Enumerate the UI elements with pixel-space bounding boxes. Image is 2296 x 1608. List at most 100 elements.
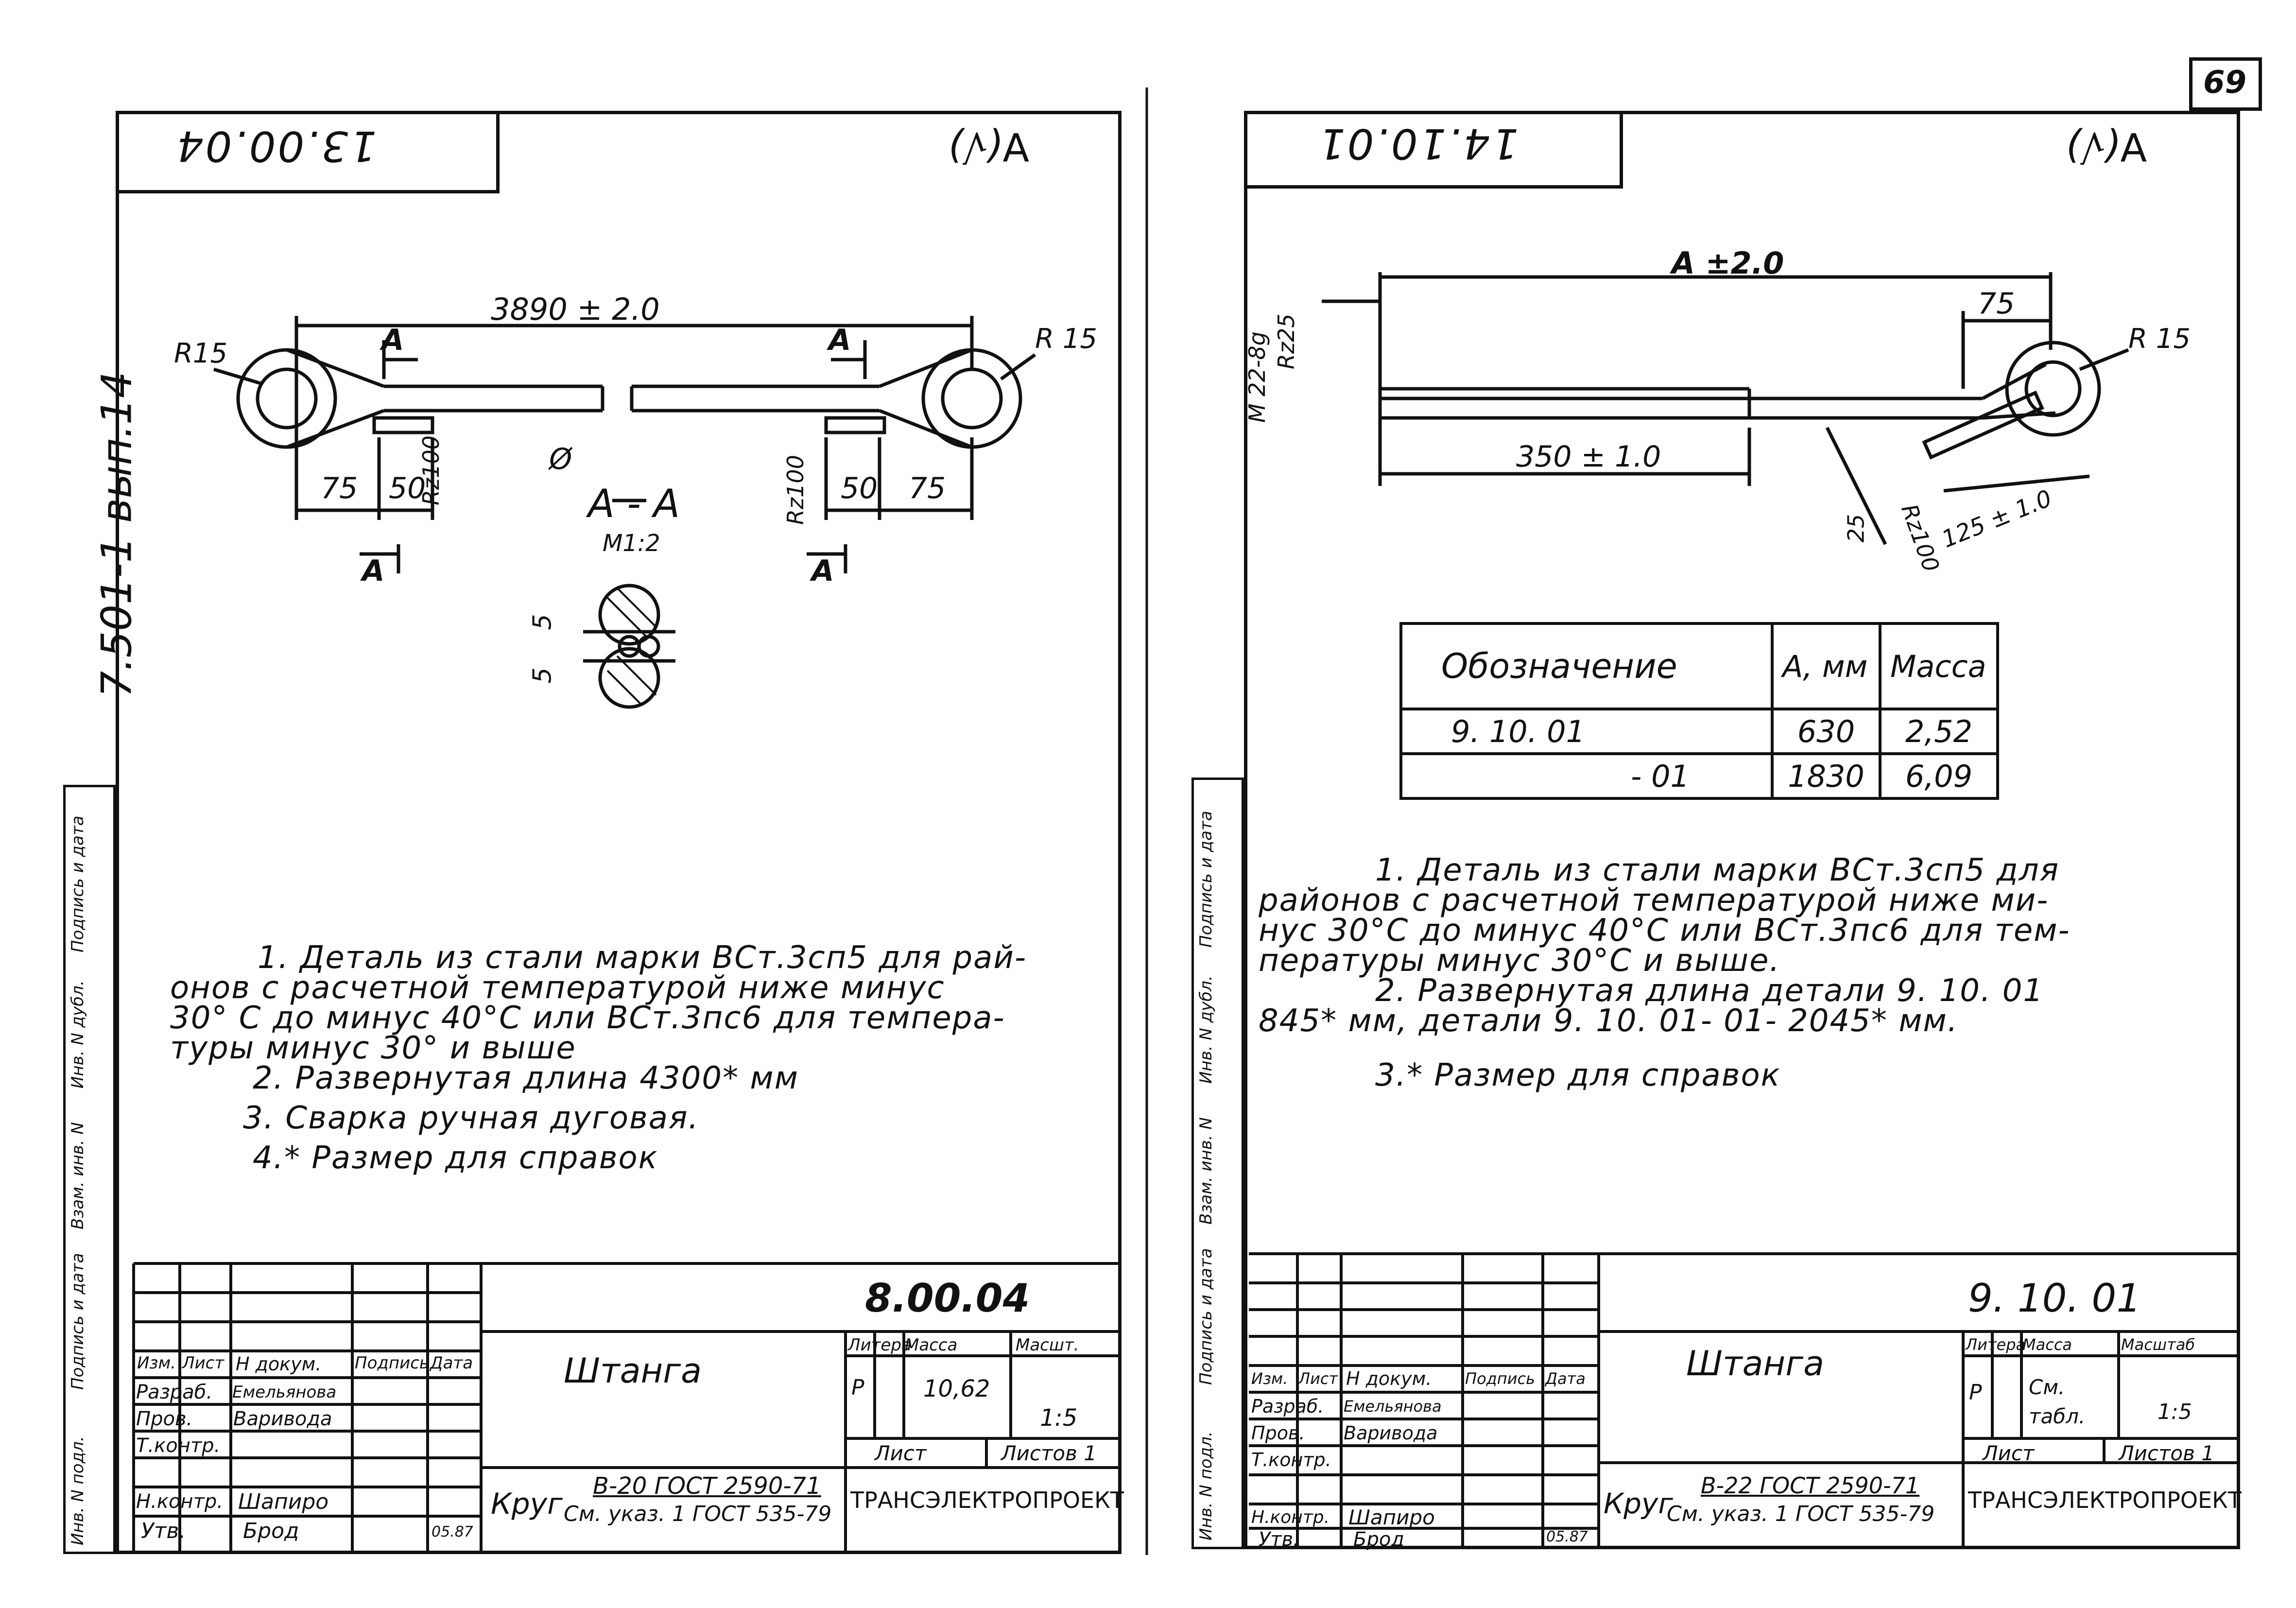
right-massa-header: Масса — [2022, 1335, 2072, 1354]
right-side-col-3: Взам. инв. N — [1196, 1117, 1216, 1225]
spec-cell-designation: 9. 10. 01 — [1399, 708, 1774, 755]
spec-cell-a: 1830 — [1771, 752, 1882, 800]
right-part-name: Штанга — [1686, 1344, 1824, 1383]
left-utv-name: Брод — [243, 1519, 299, 1543]
right-dim-overall: A ±2.0 — [1672, 245, 1784, 281]
left-dim-r-left: R15 — [174, 338, 228, 369]
left-col-doc: Н докум. — [236, 1353, 322, 1375]
spec-table: Обозначение А, мм Масса 9. 10. 01 630 2,… — [1399, 622, 1999, 800]
right-note-line: 2. Развернутая длина детали 9. 10. 01 — [1375, 973, 2044, 1009]
spec-header-mass: Масса — [1879, 622, 1999, 710]
left-dim-75-right: 75 — [909, 471, 946, 505]
right-dim-350: 350 ± 1.0 — [1516, 440, 1661, 474]
right-list-header: Лист — [1983, 1441, 2035, 1465]
right-note-line: 845* мм, детали 9. 10. 01- 01- 2045* мм. — [1259, 1003, 1959, 1039]
left-razrab-name: Емельянова — [232, 1383, 337, 1402]
left-side-stamp — [63, 785, 116, 1554]
page-number: 69 — [2203, 65, 2247, 101]
left-col-izm: Изм. — [137, 1353, 176, 1373]
left-dim-r-right: R 15 — [1035, 323, 1097, 355]
right-side-stamp — [1191, 778, 1244, 1549]
spec-header-designation: Обозначение — [1399, 622, 1774, 710]
left-tkontr: Т.контр. — [136, 1435, 221, 1457]
right-col-date: Дата — [1545, 1369, 1586, 1388]
left-dim-50-right: 50 — [841, 471, 878, 505]
left-litera-header: Литера — [848, 1335, 912, 1355]
section-scale: М1:2 — [603, 530, 660, 557]
right-material-c: См. указ. 1 ГОСТ 535-79 — [1667, 1502, 1935, 1526]
right-prov-name: Варивода — [1344, 1422, 1438, 1444]
left-part-name: Штанга — [564, 1351, 702, 1391]
right-col-doc: Н докум. — [1346, 1368, 1432, 1389]
left-note-line: 30° С до минус 40°С или ВСт.3пс6 для тем… — [170, 1000, 1005, 1036]
right-notes: 1. Деталь из стали марки ВСт.3сп5 для ра… — [1259, 852, 2071, 1091]
right-org: ТРАНСЭЛЕКТРОПРОЕКТ — [1968, 1487, 2242, 1513]
left-section-mark: A — [811, 554, 834, 588]
right-dim-rz25: Rz25 — [1273, 313, 1299, 369]
left-note-line: 3. Сварка ручная дуговая. — [243, 1100, 699, 1136]
left-prov-name: Варивода — [233, 1408, 332, 1430]
left-dim-overall: 3890 ± 2.0 — [491, 292, 660, 327]
left-section-mark: A — [381, 323, 404, 357]
spec-table-header-row: Обозначение А, мм Масса — [1399, 622, 1999, 710]
right-listov-header: Листов 1 — [2119, 1441, 2214, 1465]
left-note-line: онов с расчетной температурой ниже минус — [170, 970, 945, 1006]
left-note-line: туры минус 30° и выше — [170, 1030, 576, 1066]
left-section-mark: A — [362, 554, 385, 588]
left-litera: Р — [851, 1375, 864, 1400]
spec-cell-a: 630 — [1771, 708, 1882, 755]
left-note-line: 1. Деталь из стали марки ВСт.3сп5 для ра… — [258, 940, 1027, 976]
right-dim-thread: M 22-8g — [1244, 331, 1270, 423]
right-side-col-1: Инв. N подл. — [1196, 1431, 1216, 1540]
left-prov: Пров. — [136, 1408, 193, 1430]
left-nkontr: Н.контр. — [136, 1490, 223, 1513]
right-dim-75: 75 — [1978, 287, 2015, 321]
right-nkontr-name: Шапиро — [1348, 1505, 1435, 1529]
page-number-box: 69 — [2189, 57, 2262, 111]
left-masht-header: Масшт. — [1016, 1335, 1079, 1355]
right-massa: См. табл. — [2029, 1375, 2086, 1428]
left-dim-rz-right: Rz100 — [782, 455, 809, 525]
spec-cell-mass: 2,52 — [1879, 708, 1999, 755]
left-dim-50-left: 50 — [389, 471, 426, 505]
right-note-line: 1. Деталь из стали марки ВСт.3сп5 для — [1375, 852, 2060, 888]
right-masht-header: Масштаб — [2121, 1335, 2195, 1354]
right-dim-r15: R 15 — [2128, 323, 2191, 355]
left-designation: 8.00.04 — [865, 1276, 1030, 1321]
left-header-box — [116, 111, 500, 193]
left-material-c: См. указ. 1 ГОСТ 535-79 — [564, 1502, 832, 1526]
left-sheet-frame — [116, 111, 1122, 1554]
left-nkontr-name: Шапиро — [238, 1489, 329, 1514]
right-razrab: Разраб. — [1251, 1396, 1324, 1417]
right-col-list: Лист — [1298, 1369, 1338, 1388]
right-note-line: районов с расчетной температурой ниже ми… — [1259, 882, 2049, 918]
right-material-b: В-22 ГОСТ 2590-71 — [1701, 1472, 1920, 1499]
right-nkontr: Н.контр. — [1251, 1507, 1330, 1527]
right-dim-25: 25 — [1843, 514, 1869, 543]
right-roughness-mark: ∀(√) — [2065, 124, 2147, 169]
right-side-col-4: Инв. N дубл. — [1196, 975, 1216, 1084]
left-org: ТРАНСЭЛЕКТРОПРОЕКТ — [850, 1487, 1124, 1513]
right-razrab-name: Емельянова — [1344, 1397, 1442, 1416]
right-side-col-5: Подпись и дата — [1196, 811, 1216, 948]
spec-header-a: А, мм — [1771, 622, 1882, 710]
left-dim-5a: 5 — [528, 614, 557, 630]
right-note-line: пературы минус 30°С и выше. — [1259, 943, 1780, 979]
right-tkontr: Т.контр. — [1251, 1449, 1331, 1470]
right-litera-header: Литера — [1966, 1335, 2026, 1354]
left-razrab: Разраб. — [136, 1381, 213, 1403]
left-utv: Утв. — [141, 1519, 186, 1543]
table-row: - 01 1830 6,09 — [1399, 752, 1999, 800]
right-date: 05.87 — [1546, 1528, 1588, 1545]
right-col-sign: Подпись — [1465, 1369, 1535, 1388]
left-notes: 1. Деталь из стали марки ВСт.3сп5 для ра… — [170, 940, 1027, 1174]
left-masht: 1:5 — [1040, 1404, 1078, 1432]
table-row: 9. 10. 01 630 2,52 — [1399, 708, 1999, 755]
right-prov: Пров. — [1251, 1422, 1305, 1444]
left-dim-75-left: 75 — [321, 471, 358, 505]
left-dim-5b: 5 — [528, 667, 557, 684]
left-section-mark: A — [829, 323, 851, 357]
left-list-header: Лист — [875, 1441, 927, 1465]
right-note-line: нус 30°С до минус 40°С или ВСт.3пс6 для … — [1259, 913, 2071, 949]
